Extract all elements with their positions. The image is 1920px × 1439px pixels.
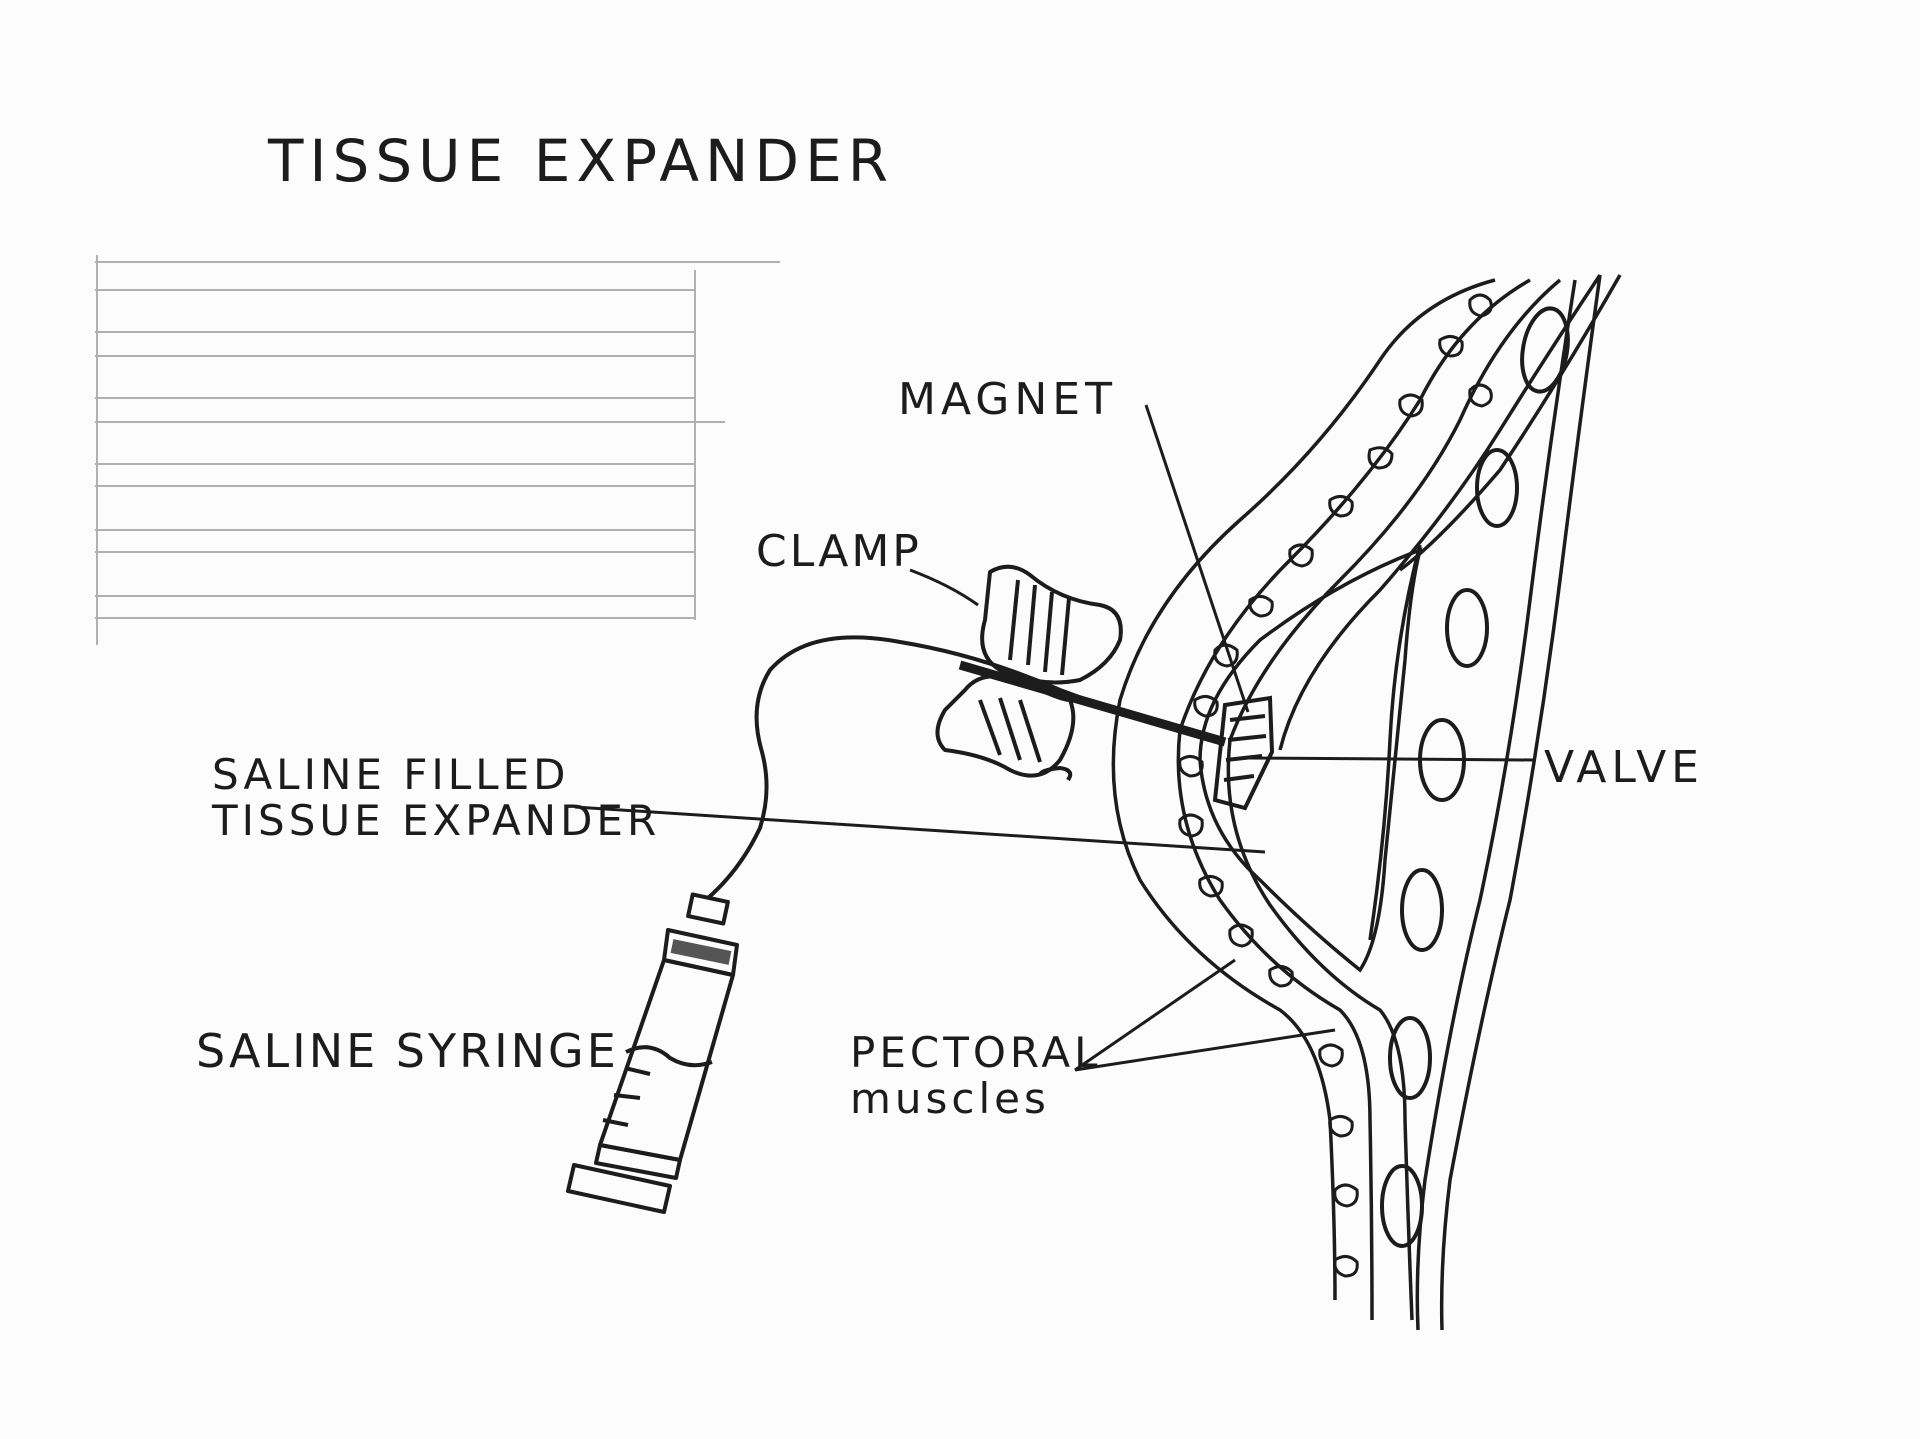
filling-tube — [706, 635, 1221, 900]
diagram-title: TISSUE EXPANDER — [268, 127, 895, 195]
tissue-layers — [1111, 274, 1622, 1331]
saline-syringe-label: SALINE SYRINGE — [196, 1024, 619, 1078]
fat-lobules — [1178, 293, 1493, 1278]
saline-expander-label: SALINE FILLED TISSUE EXPANDER — [212, 750, 661, 846]
valve-label: VALVE — [1544, 742, 1704, 793]
saline-expander-label-line2: TISSUE EXPANDER — [212, 796, 661, 846]
valve — [1212, 695, 1275, 811]
clamp-label: CLAMP — [756, 526, 922, 577]
leader-lines — [574, 404, 1534, 1072]
pectoral-muscles-label: PECTORAL muscles — [850, 1028, 1102, 1124]
magnet-label: MAGNET — [898, 374, 1117, 425]
saline-expander-label-line1: SALINE FILLED — [212, 750, 570, 799]
ruled-lines — [95, 255, 780, 645]
clamp — [935, 564, 1123, 782]
saline-syringe — [566, 892, 739, 1214]
pectoral-label-line1: PECTORAL — [850, 1028, 1102, 1077]
pectoral-label-line2: muscles — [850, 1074, 1050, 1124]
